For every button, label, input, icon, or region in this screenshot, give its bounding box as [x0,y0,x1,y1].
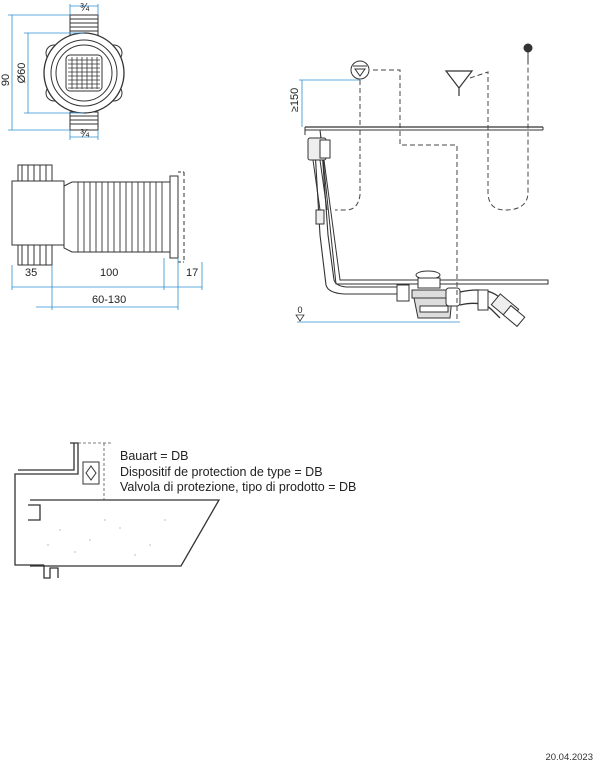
installation-drawing [304,126,549,328]
dim-17: 17 [186,267,198,279]
legend-line-french: Dispositif de protection de type = DB [120,464,323,479]
dim-100: 100 [100,267,118,279]
dim-thread-top: ¾ [80,2,90,14]
side-view-dimensions [11,258,203,310]
front-view-dimensions [8,4,99,140]
legend-line-italian: Valvola di protezione, tipo di prodotto … [120,480,357,494]
side-view [11,164,185,266]
dim-diameter-60: Ø60 [16,63,28,84]
dim-thread-bottom: ¾ [80,128,90,140]
dim-35: 35 [25,267,37,279]
protection-type-legend: Bauart = DB Dispositif de protection de … [120,449,356,496]
funnel-symbol [444,70,474,96]
valve-symbol [82,461,100,485]
supply-lines [335,63,529,320]
level-references [297,79,460,323]
dim-60-130: 60-130 [92,294,126,306]
front-view [43,14,125,131]
detail-drawing [14,442,221,579]
dim-height-90: 90 [0,74,12,86]
backflow-symbol [350,60,370,80]
document-date: 20.04.2023 [545,752,593,763]
shower-tap-symbol [523,43,533,64]
dim-min-height-150: ≥150 [289,88,301,112]
legend-line-german: Bauart = DB [120,449,189,463]
level-marker: 0 [295,305,305,322]
level-zero-label: 0 [297,305,302,315]
detail-dimensions [78,442,112,500]
